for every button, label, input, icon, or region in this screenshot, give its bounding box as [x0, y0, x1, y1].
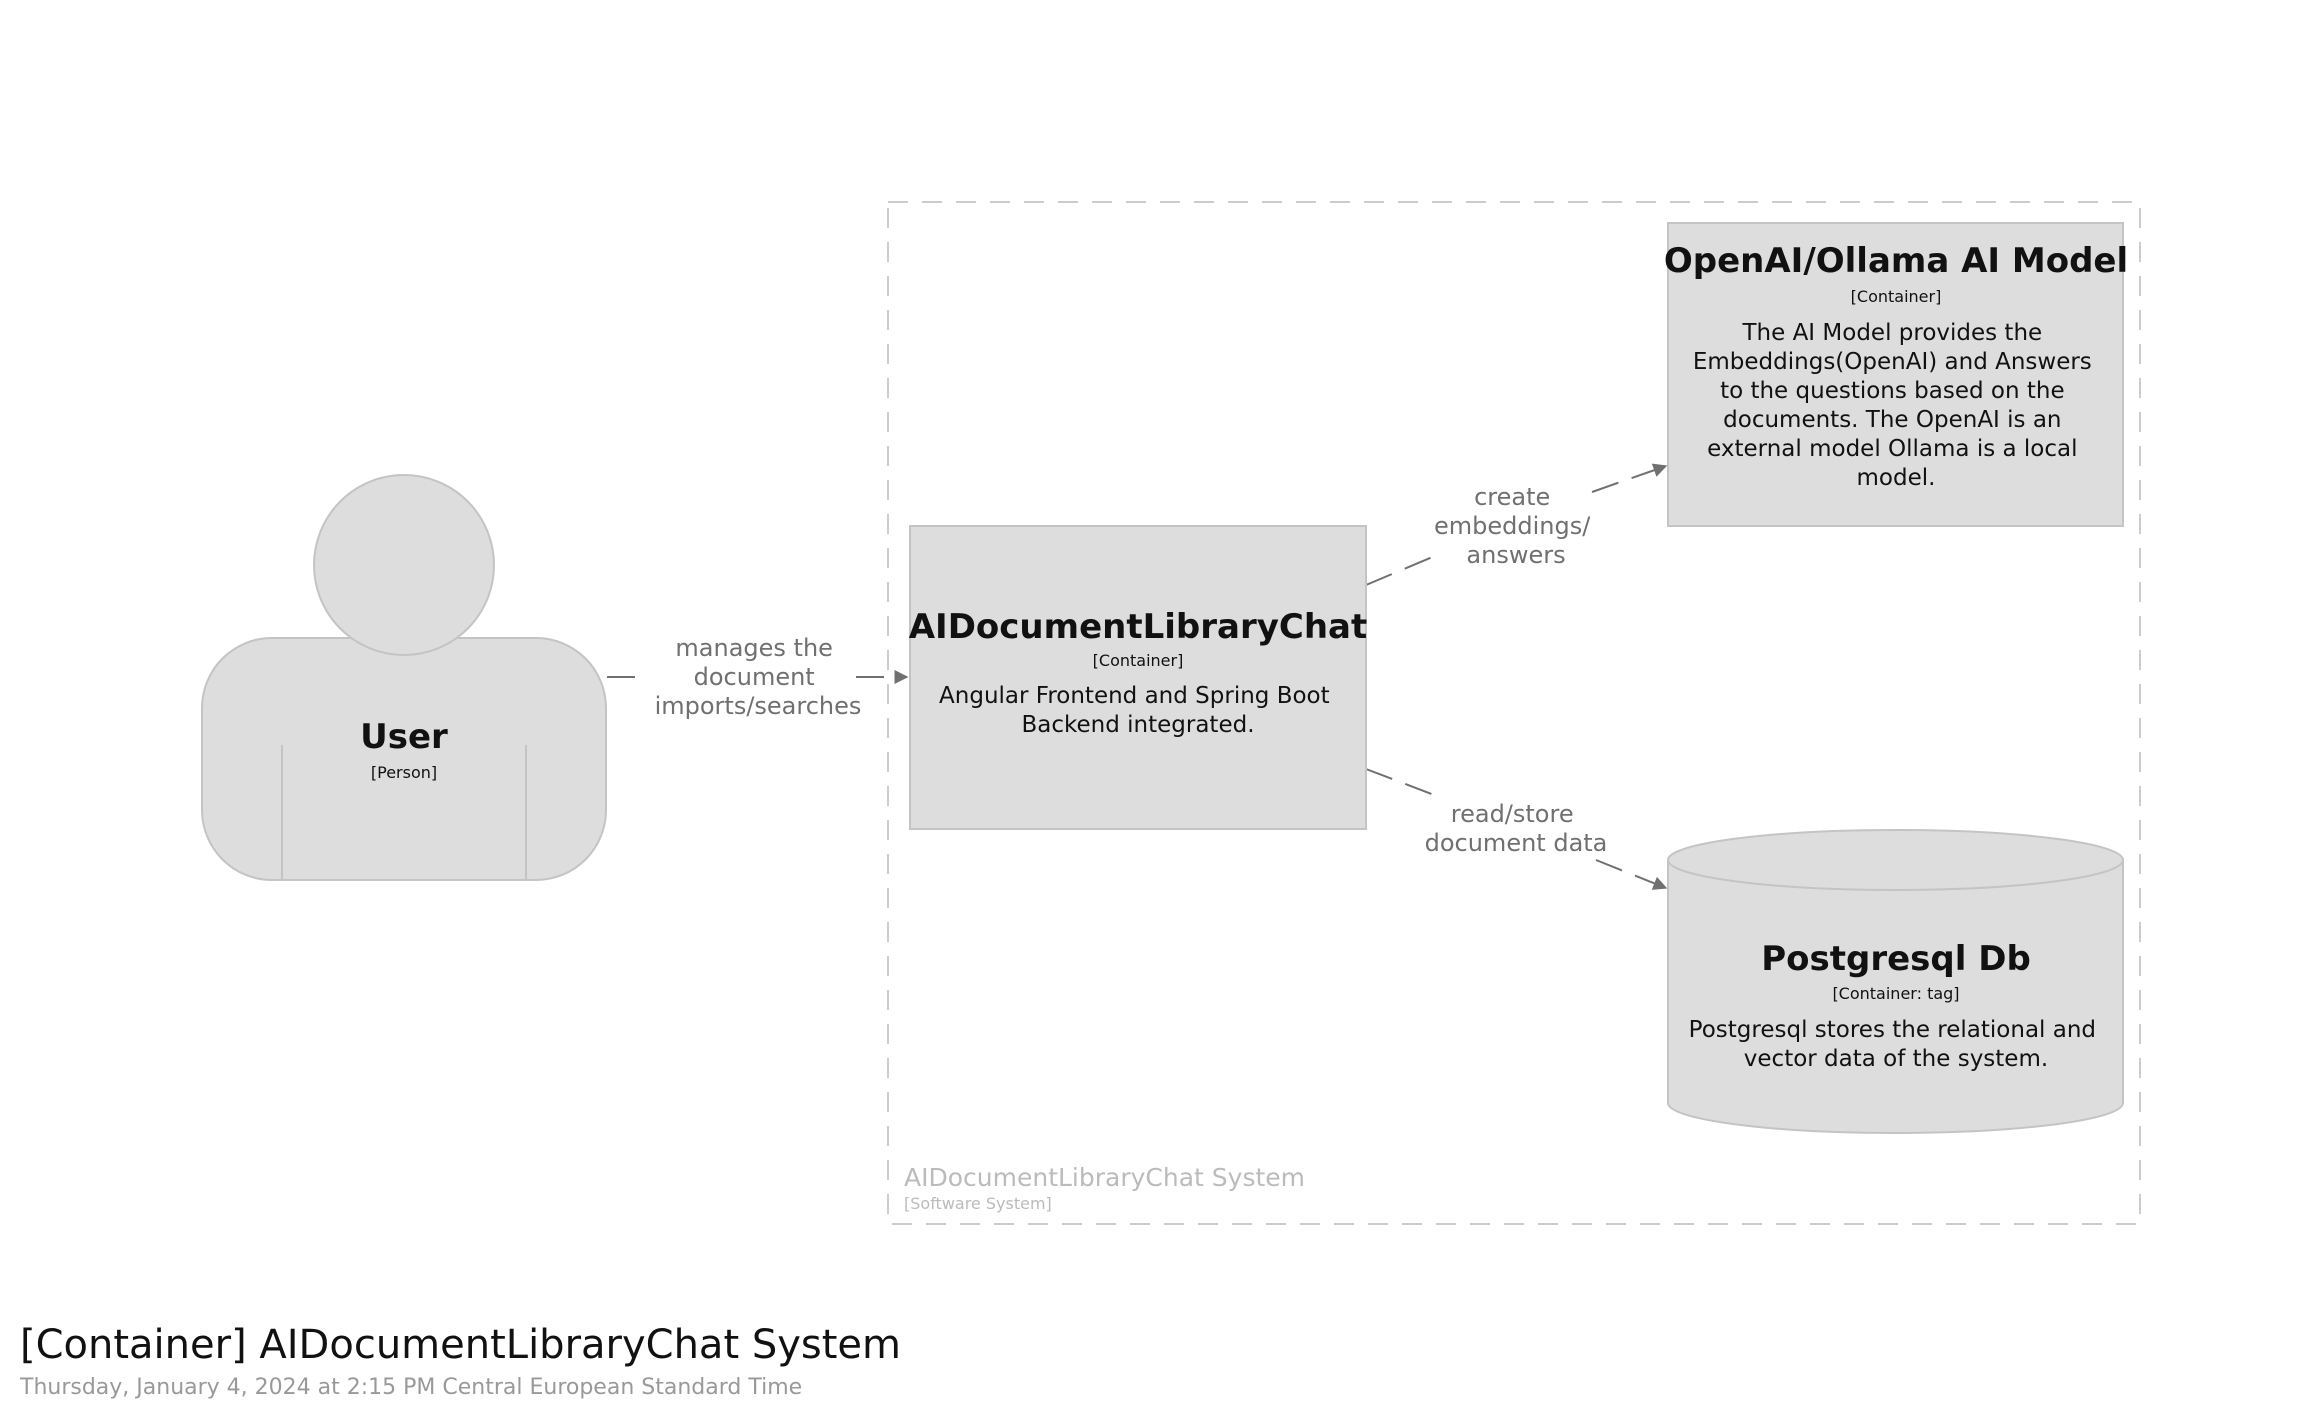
- ai-model-description-line: external model Ollama is a local: [1707, 436, 2077, 462]
- app-container[interactable]: AIDocumentLibraryChat [Container] Angula…: [909, 525, 1368, 830]
- app-type: [Container]: [1093, 651, 1184, 670]
- system-boundary: AIDocumentLibraryChat System [Software S…: [887, 201, 2141, 1225]
- boundary-type: [Software System]: [904, 1194, 1052, 1213]
- relationship-app-to-ai[interactable]: create embeddings/ answers: [1365, 463, 1668, 586]
- diagram-title: [Container] AIDocumentLibraryChat System: [20, 1322, 901, 1368]
- svg-text:Angular Frontend and Spring Bo: Angular Frontend and Spring Boot Backend…: [939, 683, 1337, 738]
- diagram-timestamp: Thursday, January 4, 2024 at 2:15 PM Cen…: [20, 1375, 803, 1400]
- ai-model-type: [Container]: [1851, 287, 1942, 306]
- svg-text:The AI Model provides the: The AI Model provides the Embeddings(Ope…: [1693, 320, 2099, 491]
- relationship-label: read/store: [1451, 800, 1574, 828]
- svg-text:create embeddings/: create embeddings/ answers: [1434, 483, 1598, 569]
- ai-model-description-line: The AI Model provides the: [1741, 320, 2042, 346]
- svg-text:read/store document data: read/store document data: [1425, 800, 1608, 857]
- relationship-label: manages the: [675, 634, 833, 662]
- boundary-name: AIDocumentLibraryChat System: [904, 1163, 1305, 1192]
- db-name: Postgresql Db: [1761, 939, 2031, 979]
- relationship-label: create: [1474, 483, 1550, 511]
- person-body: [201, 637, 607, 881]
- postgresql-db-container[interactable]: Postgresql Db [Container: tag] Postgresq…: [1667, 829, 2124, 1134]
- db-description-line: vector data of the system.: [1744, 1046, 2048, 1072]
- ai-model-container[interactable]: OpenAI/Ollama AI Model [Container] The A…: [1664, 222, 2128, 527]
- ai-model-description-line: to the questions based on the: [1720, 378, 2065, 404]
- user-name: User: [360, 717, 448, 757]
- relationship-user-to-app[interactable]: manages the document imports/searches: [607, 634, 909, 720]
- ai-model-description-line: model.: [1857, 465, 1936, 491]
- relationship-label: answers: [1466, 541, 1565, 569]
- relationship-label: document: [694, 663, 815, 691]
- app-description-line: Backend integrated.: [1021, 712, 1254, 738]
- person-head: [313, 474, 495, 656]
- relationship-label: document data: [1425, 829, 1608, 857]
- relationship-app-to-db[interactable]: read/store document data: [1365, 768, 1668, 890]
- ai-model-description-line: documents. The OpenAI is an: [1723, 407, 2061, 433]
- database-top: [1667, 829, 2124, 891]
- user-person[interactable]: User [Person]: [201, 474, 607, 881]
- db-type: [Container: tag]: [1832, 984, 1959, 1003]
- db-description-line: Postgresql stores the relational and: [1689, 1017, 2096, 1043]
- app-description-line: Angular Frontend and Spring Boot: [939, 683, 1330, 709]
- app-name: AIDocumentLibraryChat: [909, 607, 1368, 647]
- relationship-label: embeddings/: [1434, 512, 1591, 540]
- ai-model-description-line: Embeddings(OpenAI) and Answers: [1693, 349, 2092, 375]
- relationship-label: imports/searches: [655, 692, 862, 720]
- user-type: [Person]: [371, 763, 437, 782]
- svg-text:manages the document: manages the document imports/searches: [655, 634, 862, 720]
- ai-model-name: OpenAI/Ollama AI Model: [1664, 241, 2128, 281]
- svg-text:Postgresql stores the relation: Postgresql stores the relational and vec…: [1689, 1017, 2104, 1072]
